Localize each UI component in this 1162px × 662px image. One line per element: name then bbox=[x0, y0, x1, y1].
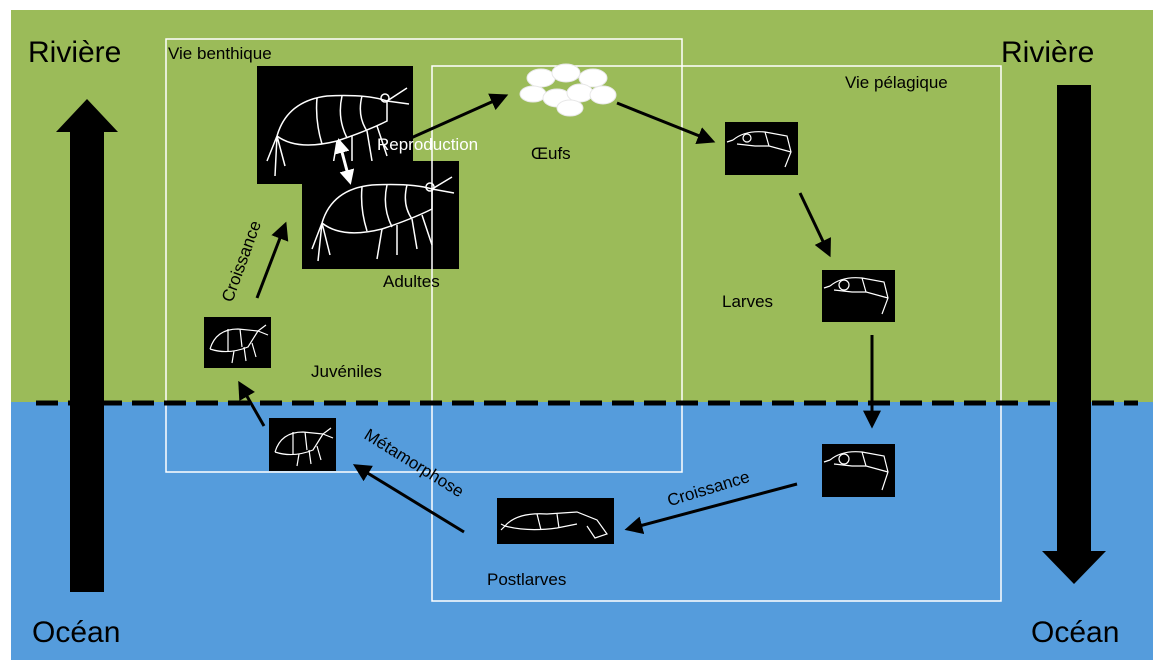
juvenile-photo-2 bbox=[269, 418, 336, 471]
left-upstream-arrow bbox=[56, 99, 118, 592]
eggs-cluster bbox=[519, 63, 617, 117]
label-benthic-life: Vie benthique bbox=[168, 44, 272, 63]
label-river-left: Rivière bbox=[28, 36, 122, 69]
label-adults: Adultes bbox=[383, 272, 440, 291]
juvenile-photo-1 bbox=[204, 317, 271, 368]
pelagic-region-box bbox=[431, 65, 1002, 602]
larva-photo-3 bbox=[822, 444, 895, 497]
label-ocean-right: Océan bbox=[1031, 616, 1120, 649]
benthic-region-box bbox=[165, 38, 683, 473]
arrow-adults-mating bbox=[334, 138, 355, 185]
arrow-eggs-to-larva1 bbox=[616, 101, 716, 145]
arrow-juvenile-to-adult bbox=[255, 221, 289, 299]
label-juveniles: Juvéniles bbox=[311, 362, 382, 381]
label-larvae: Larves bbox=[722, 292, 774, 311]
arrow-larva1-to-larva2 bbox=[798, 192, 831, 258]
arrow-larva3-to-postlarva bbox=[624, 482, 798, 534]
label-pelagic-life: Vie pélagique bbox=[845, 73, 948, 92]
arrow-postlarva-to-juvenile bbox=[352, 464, 465, 534]
postlarva-photo bbox=[497, 498, 614, 544]
label-eggs: Œufs bbox=[531, 144, 571, 163]
adult-photo-2 bbox=[302, 161, 459, 269]
label-reproduction: Reproduction bbox=[377, 135, 479, 154]
arrow-reproduction-to-eggs bbox=[401, 93, 509, 144]
arrow-juvenile2-to-juvenile1 bbox=[238, 380, 266, 427]
larva-photo-1 bbox=[725, 122, 798, 175]
label-river-right: Rivière bbox=[1001, 36, 1095, 69]
label-ocean-left: Océan bbox=[32, 616, 121, 649]
right-downstream-arrow bbox=[1042, 85, 1106, 584]
larva-photo-2 bbox=[822, 270, 895, 322]
label-postlarvae: Postlarves bbox=[487, 570, 567, 589]
